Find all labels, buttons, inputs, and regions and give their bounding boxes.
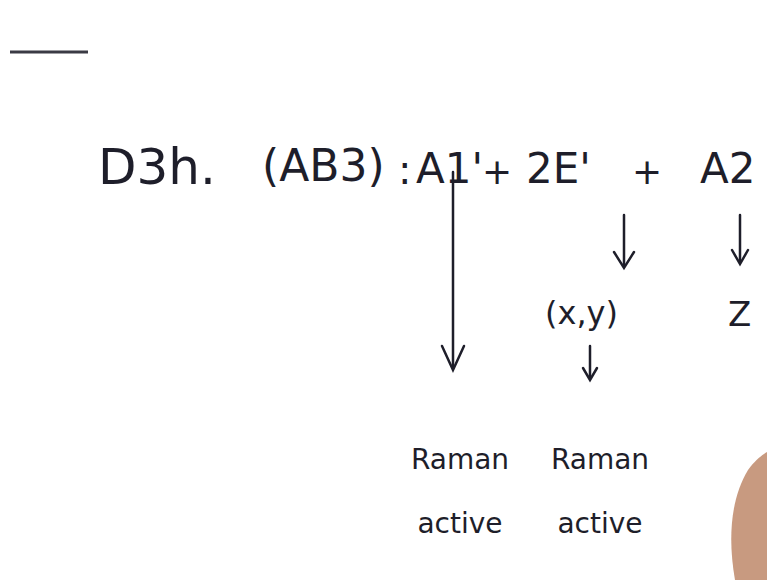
basis-functions: (x,y)	[545, 296, 618, 331]
basis-function: Z	[728, 296, 751, 333]
top-dash	[10, 51, 88, 54]
symmetry-species: A1'	[416, 146, 483, 192]
arrows	[442, 172, 748, 380]
person-shoulder	[731, 452, 767, 580]
plus-sign: +	[482, 152, 512, 192]
symmetry-species: 2E'	[526, 146, 591, 192]
plus-sign: +	[632, 152, 662, 192]
molecule-formula: (AB3)	[262, 142, 385, 190]
activity-note: Raman active	[540, 428, 660, 557]
point-group: D3h.	[98, 140, 216, 195]
colon: :	[398, 148, 411, 192]
symmetry-species: A2	[700, 146, 755, 192]
activity-note: Raman active	[400, 428, 520, 557]
